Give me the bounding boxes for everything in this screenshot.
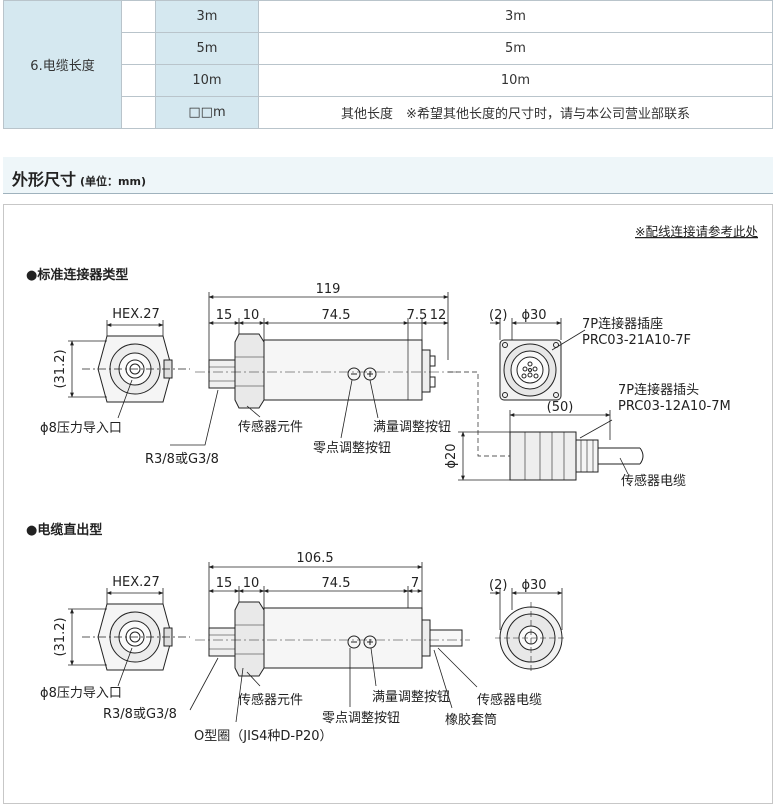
wiring-note-link[interactable]: ※配线连接请参考此处 xyxy=(635,224,758,239)
svg-text:119: 119 xyxy=(316,282,341,297)
svg-text:零点调整按钮: 零点调整按钮 xyxy=(322,711,400,726)
code-cell: 3m xyxy=(155,0,259,33)
spec-table: 6.电缆长度 3m 3m 5m 5m 10m 10m □□m 其他长度 ※希望其… xyxy=(3,0,773,129)
desc-cell: 10m xyxy=(258,64,773,97)
svg-text:O型圈（JIS4种D-P20）: O型圈（JIS4种D-P20） xyxy=(194,729,333,744)
svg-text:零点调整按钮: 零点调整按钮 xyxy=(313,441,391,456)
svg-text:满量调整按钮: 满量调整按钮 xyxy=(373,420,451,435)
type1-socket-view xyxy=(499,339,562,401)
table-row: 10m 10m xyxy=(4,64,773,97)
section-unit: (单位：mm) xyxy=(80,175,146,188)
svg-text:106.5: 106.5 xyxy=(296,551,333,566)
type1-front-view xyxy=(82,335,190,403)
svg-text:(2): (2) xyxy=(489,308,507,323)
type2-front-view xyxy=(82,603,190,671)
code-cell: 5m xyxy=(155,32,259,65)
svg-text:PRC03-12A10-7M: PRC03-12A10-7M xyxy=(618,399,731,414)
svg-text:PRC03-21A10-7F: PRC03-21A10-7F xyxy=(582,333,691,348)
svg-text:74.5: 74.5 xyxy=(322,576,351,591)
svg-text:满量调整按钮: 满量调整按钮 xyxy=(372,690,450,705)
code-cell: □□m xyxy=(155,96,259,129)
svg-text:12: 12 xyxy=(430,308,447,323)
svg-text:ϕ8压力导入口: ϕ8压力导入口 xyxy=(40,686,122,701)
svg-text:传感器电缆: 传感器电缆 xyxy=(477,692,542,708)
svg-text:传感器元件: 传感器元件 xyxy=(238,692,303,708)
svg-text:R3/8或G3/8: R3/8或G3/8 xyxy=(145,452,219,467)
svg-text:传感器电缆: 传感器电缆 xyxy=(621,473,686,489)
desc-cell: 5m xyxy=(258,32,773,65)
type1-plug-view xyxy=(509,431,644,481)
svg-text:15: 15 xyxy=(216,576,233,591)
svg-text:HEX.27: HEX.27 xyxy=(112,575,160,590)
svg-text:ϕ30: ϕ30 xyxy=(521,578,546,593)
svg-text:(31.2): (31.2) xyxy=(53,349,68,388)
svg-text:(2): (2) xyxy=(489,578,507,593)
svg-text:ϕ20: ϕ20 xyxy=(444,443,459,468)
svg-text:橡胶套筒: 橡胶套筒 xyxy=(445,712,497,728)
section-header: 外形尺寸(单位：mm) xyxy=(3,157,773,194)
svg-text:10: 10 xyxy=(243,308,260,323)
svg-text:传感器元件: 传感器元件 xyxy=(238,419,303,435)
svg-text:7P连接器插头: 7P连接器插头 xyxy=(618,382,699,398)
table-row: □□m 其他长度 ※希望其他长度的尺寸时，请与本公司营业部联系 xyxy=(4,96,773,129)
svg-text:ϕ30: ϕ30 xyxy=(521,308,546,323)
svg-text:15: 15 xyxy=(216,308,233,323)
svg-text:10: 10 xyxy=(243,576,260,591)
category-cell: 6.电缆长度 xyxy=(3,0,122,129)
svg-text:74.5: 74.5 xyxy=(322,308,351,323)
svg-text:7: 7 xyxy=(411,576,419,591)
svg-text:HEX.27: HEX.27 xyxy=(112,307,160,322)
svg-text:7P连接器插座: 7P连接器插座 xyxy=(582,316,663,332)
svg-text:7.5: 7.5 xyxy=(407,308,428,323)
section-title: 外形尺寸 xyxy=(12,170,77,189)
svg-text:ϕ8压力导入口: ϕ8压力导入口 xyxy=(40,421,122,436)
svg-text:(31.2): (31.2) xyxy=(53,617,68,656)
table-row: 6.电缆长度 3m 3m xyxy=(3,0,773,129)
svg-text:(50): (50) xyxy=(547,400,574,415)
type1-title: ●标准连接器类型 xyxy=(26,267,128,283)
svg-text:R3/8或G3/8: R3/8或G3/8 xyxy=(103,707,177,722)
type2-title: ●电缆直出型 xyxy=(26,522,102,538)
desc-cell: 其他长度 ※希望其他长度的尺寸时，请与本公司营业部联系 xyxy=(258,96,773,129)
type1-side-view xyxy=(195,333,460,409)
table-row: 5m 5m xyxy=(4,32,773,65)
type2-end-view xyxy=(495,602,567,674)
type2-side-view xyxy=(195,601,470,677)
